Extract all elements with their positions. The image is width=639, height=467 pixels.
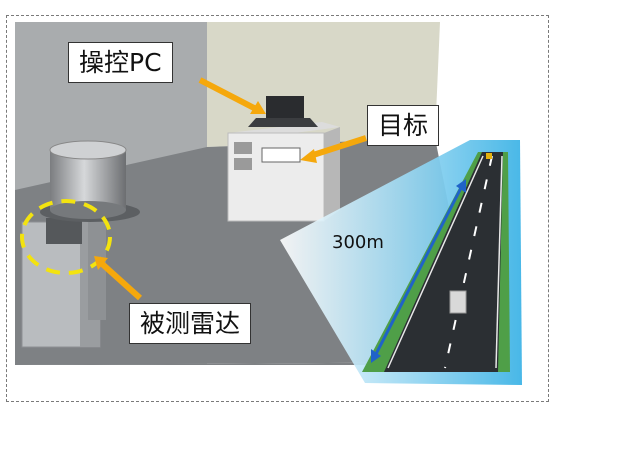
- target-callout-arrow: [309, 135, 367, 159]
- distance-label: 300m: [332, 232, 384, 253]
- callout-arrows: [94, 77, 367, 301]
- radar-unit: [21, 140, 140, 348]
- road: [362, 152, 510, 372]
- diagram-frame: [6, 15, 549, 402]
- pc-callout-arrow: [198, 77, 260, 113]
- radar-callout-arrow: [97, 259, 143, 301]
- pc-cabinet: [227, 122, 340, 222]
- distance-arrow: [371, 179, 466, 363]
- radar-highlight-circle: [20, 199, 112, 275]
- target-vehicle: [449, 290, 467, 314]
- radar-label: 被测雷达: [129, 303, 252, 344]
- pc-label: 操控PC: [68, 42, 173, 83]
- laptop: [248, 96, 318, 127]
- target-label: 目标: [367, 105, 440, 146]
- far-target-marker: [486, 153, 492, 159]
